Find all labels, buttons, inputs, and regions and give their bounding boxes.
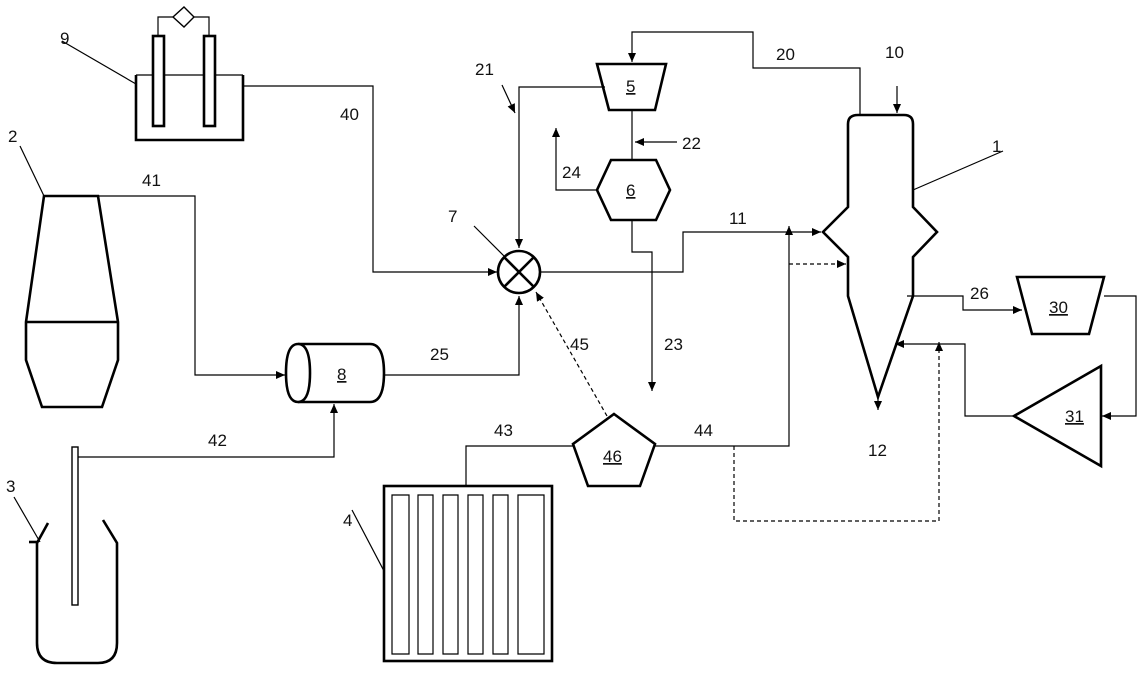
label-30: 30 [1049,298,1068,317]
label-3: 3 [6,477,15,496]
label-8: 8 [337,365,346,384]
process-streams [78,31,1137,522]
stream-21 [515,86,605,248]
converter-vessel-3 [13,446,119,665]
label-40: 40 [340,105,359,124]
stream-26 [907,295,1022,314]
stream-43 [465,445,574,486]
label-7: 7 [448,207,457,226]
diagram-labels: 1 2 3 4 5 6 7 8 9 10 11 12 20 21 22 23 2… [6,29,1084,530]
label-9: 9 [60,29,69,48]
label-5: 5 [626,77,635,96]
stream-41 [98,195,285,379]
label-20: 20 [776,45,795,64]
stream-44 [655,226,793,447]
label-12: 12 [868,441,887,460]
collector-30 [1015,275,1106,336]
electrolysis-cell-9 [61,6,245,142]
label-10: 10 [885,43,904,62]
label-44: 44 [694,421,713,440]
separator-5 [595,62,668,112]
coke-oven-4 [351,484,554,663]
stream-11 [541,228,821,273]
label-41: 41 [142,171,161,190]
label-26: 26 [970,284,989,303]
label-22: 22 [682,134,701,153]
label-21: 21 [475,60,494,79]
label-42: 42 [208,431,227,450]
label-25: 25 [430,345,449,364]
stream-45 [535,291,608,417]
label-43: 43 [494,421,513,440]
stream-40 [243,85,497,276]
label-6: 6 [626,181,635,200]
processing-unit-46 [571,412,657,488]
label-46: 46 [603,447,622,466]
label-11: 11 [729,209,747,228]
label-23: 23 [664,335,683,354]
stream-20 [628,31,861,115]
label-1: 1 [992,137,1001,156]
blast-furnace-2 [19,145,120,409]
label-2: 2 [8,127,17,146]
label-4: 4 [343,511,352,530]
label-24: 24 [562,163,581,182]
compressor-31 [1011,363,1103,469]
stream-42 [78,404,338,458]
gas-holder-8 [284,342,386,404]
label-45: 45 [570,335,589,354]
stream-23 [631,220,656,391]
mixer-7 [473,225,542,295]
stream-24 [552,128,597,191]
label-31: 31 [1065,407,1084,426]
stream-25 [384,296,523,376]
reactor-1 [821,113,1004,402]
